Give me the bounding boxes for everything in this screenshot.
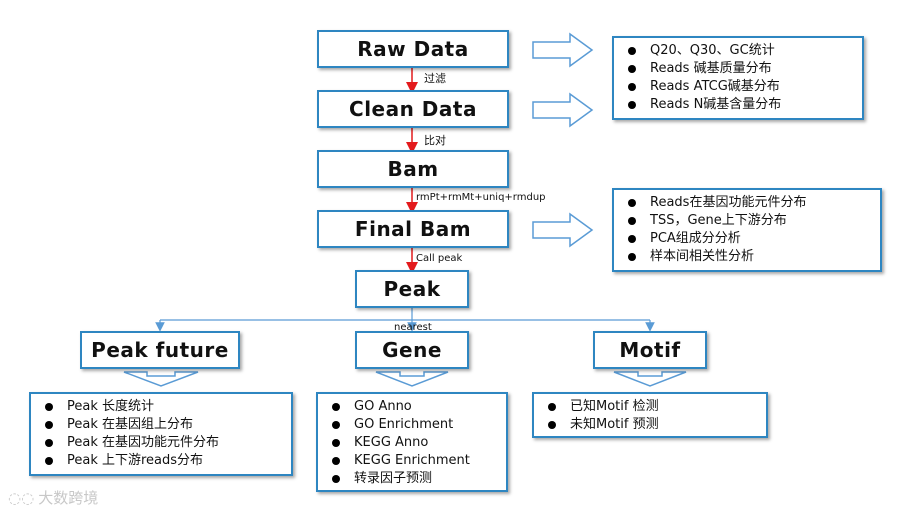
watermark-text: 大数跨境 bbox=[38, 489, 99, 507]
info-motif: 已知Motif 检测 未知Motif 预测 bbox=[532, 392, 768, 438]
hollow-arrow-motif bbox=[613, 371, 687, 387]
node-bam: Bam bbox=[317, 150, 509, 188]
info-item: 转录因子预测 bbox=[326, 470, 500, 488]
info-gene: GO Anno GO Enrichment KEGG Anno KEGG Enr… bbox=[316, 392, 508, 492]
node-motif: Motif bbox=[593, 331, 707, 369]
node-clean-data: Clean Data bbox=[317, 90, 509, 128]
info-final-bam: Reads在基因功能元件分布 TSS，Gene上下游分布 PCA组成分分析 样本… bbox=[612, 188, 882, 272]
node-raw-data: Raw Data bbox=[317, 30, 509, 68]
info-item: Reads 碱基质量分布 bbox=[622, 60, 856, 78]
info-item: Peak 在基因组上分布 bbox=[39, 416, 285, 434]
info-item: GO Anno bbox=[326, 398, 500, 416]
info-item: PCA组成分分析 bbox=[622, 230, 874, 248]
node-peak: Peak bbox=[355, 270, 469, 308]
hollow-arrow-clean bbox=[532, 92, 594, 128]
hollow-arrow-raw bbox=[532, 32, 594, 68]
info-item: 已知Motif 检测 bbox=[542, 398, 760, 416]
node-final-bam: Final Bam bbox=[317, 210, 509, 248]
watermark-logo-icon: ◌◌ bbox=[8, 488, 35, 507]
info-item: KEGG Enrichment bbox=[326, 452, 500, 470]
info-item: 未知Motif 预测 bbox=[542, 416, 760, 434]
node-peak-future: Peak future bbox=[80, 331, 240, 369]
info-item: 样本间相关性分析 bbox=[622, 248, 874, 266]
info-item: KEGG Anno bbox=[326, 434, 500, 452]
info-peak-future: Peak 长度统计 Peak 在基因组上分布 Peak 在基因功能元件分布 Pe… bbox=[29, 392, 293, 476]
info-item: GO Enrichment bbox=[326, 416, 500, 434]
info-item: Peak 上下游reads分布 bbox=[39, 452, 285, 470]
hollow-arrow-peak-future bbox=[123, 371, 199, 387]
info-item: Reads N碱基含量分布 bbox=[622, 96, 856, 114]
hollow-arrow-final bbox=[532, 212, 594, 248]
edge-label-align: 比对 bbox=[424, 134, 446, 147]
watermark: ◌◌ 大数跨境 bbox=[8, 487, 98, 508]
hollow-arrow-gene bbox=[375, 371, 449, 387]
edge-label-nearest: nearest bbox=[394, 322, 432, 333]
info-item: Reads在基因功能元件分布 bbox=[622, 194, 874, 212]
info-item: Q20、Q30、GC统计 bbox=[622, 42, 856, 60]
info-item: TSS，Gene上下游分布 bbox=[622, 212, 874, 230]
info-item: Peak 长度统计 bbox=[39, 398, 285, 416]
edge-label-filter: 过滤 bbox=[424, 72, 446, 85]
info-item: Reads ATCG碱基分布 bbox=[622, 78, 856, 96]
edge-label-dedup: rmPt+rmMt+uniq+rmdup bbox=[416, 192, 546, 203]
info-item: Peak 在基因功能元件分布 bbox=[39, 434, 285, 452]
info-raw-qc: Q20、Q30、GC统计 Reads 碱基质量分布 Reads ATCG碱基分布… bbox=[612, 36, 864, 120]
edge-label-call-peak: Call peak bbox=[416, 253, 463, 264]
node-gene: Gene bbox=[355, 331, 469, 369]
